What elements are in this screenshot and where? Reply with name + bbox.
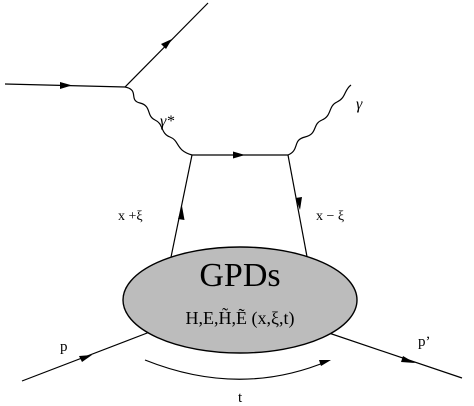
real-photon-label: γ [356, 96, 363, 113]
gpd-blob [122, 246, 358, 354]
outgoing-proton-arrow [401, 356, 415, 363]
incoming-electron-arrow [60, 82, 72, 89]
right-quark-arrow [295, 197, 302, 210]
virtual-photon-label: γ* [160, 113, 174, 130]
left-quark-label: x +ξ [118, 209, 143, 224]
left-quark-line [169, 154, 193, 263]
outgoing-electron-arrow [161, 39, 172, 49]
right-quark-line [287, 154, 309, 263]
real-photon-line [287, 84, 352, 156]
quark-propagator-arrow [233, 151, 245, 159]
incoming-proton-arrow [79, 355, 92, 362]
gpd-blob-functions: H,E,H̃,Ẽ (x,ξ,t) [185, 306, 294, 329]
incoming-proton-label: p [60, 339, 68, 355]
virtual-photon-line [124, 86, 193, 156]
outgoing-proton-line [319, 329, 463, 379]
gpd-blob-title: GPDs [199, 257, 280, 294]
momentum-transfer-arc [144, 359, 329, 380]
momentum-transfer-arrow [319, 360, 331, 366]
left-quark-arrow [178, 206, 185, 220]
right-quark-label: x − ξ [316, 209, 344, 224]
outgoing-proton-label: p’ [418, 334, 431, 350]
momentum-transfer-label: t [238, 390, 243, 406]
